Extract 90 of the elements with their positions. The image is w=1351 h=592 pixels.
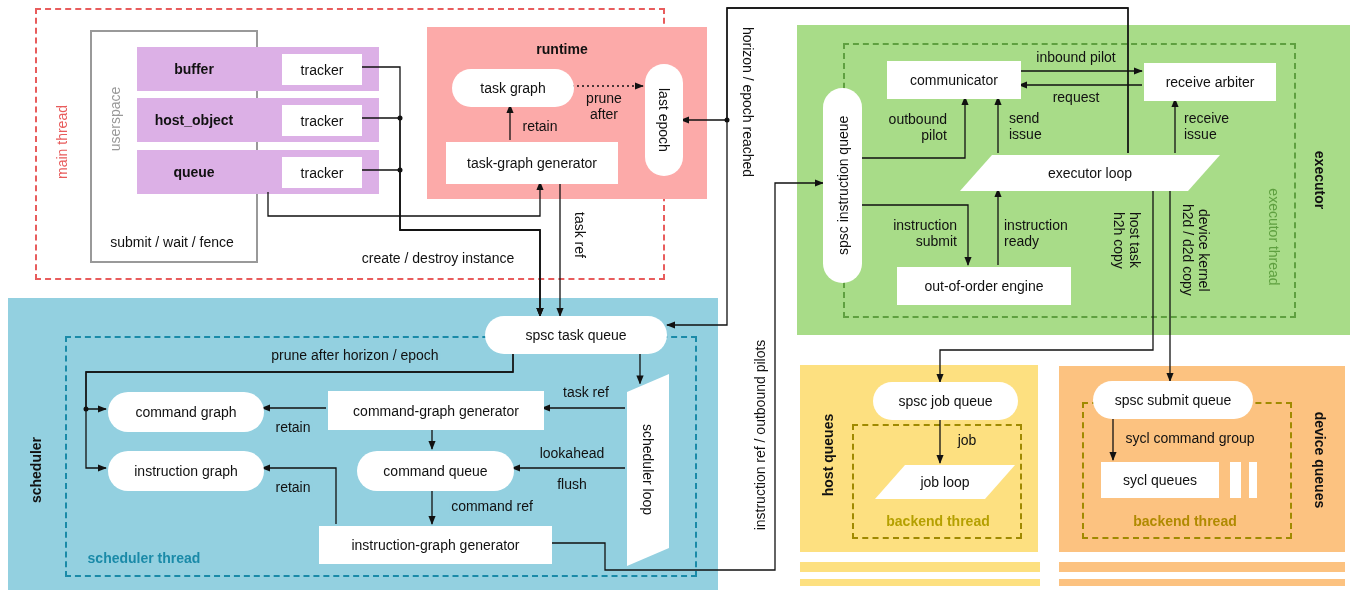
queue-pill: spsc job queue (873, 382, 1018, 420)
edge-label: retain (273, 419, 313, 435)
group-title: device queues (1312, 411, 1328, 509)
process-box: tracker (282, 157, 362, 188)
queue-pill: spsc submit queue (1093, 381, 1253, 419)
edge-label: retain (273, 479, 313, 495)
arrow (261, 404, 327, 412)
arrow (541, 404, 626, 412)
arrow (636, 353, 644, 385)
arrow (267, 181, 544, 217)
process-box: communicator (887, 61, 1021, 99)
queue-pill: task graph (452, 69, 574, 107)
arrow (861, 204, 972, 266)
arrow (556, 181, 564, 317)
group-title: backend thread (886, 513, 990, 529)
group-panel (137, 150, 379, 194)
process-box: out-of-order engine (897, 267, 1071, 305)
queue-pill: spsc instruction queue (823, 88, 862, 283)
arrow (861, 96, 969, 159)
arrow (428, 488, 436, 525)
group-panel (427, 27, 707, 199)
bar (1059, 562, 1345, 572)
bar (1249, 462, 1257, 498)
group-panel (797, 25, 1350, 335)
process-box: task-graph generator (446, 142, 618, 184)
group-title: host_object (154, 112, 234, 128)
group-panel (800, 365, 1038, 552)
thread-frame (852, 424, 1022, 539)
arrow (1171, 98, 1179, 154)
queue-pill: spsc task queue (485, 316, 667, 354)
group-title: backend thread (1133, 513, 1237, 529)
arrow (549, 179, 824, 571)
group-panel (8, 298, 718, 590)
process-box: tracker (282, 105, 362, 136)
group-title: runtime (536, 41, 588, 57)
bar (1059, 579, 1345, 586)
arrow (936, 188, 1154, 383)
process-box: receive arbiter (1144, 63, 1276, 101)
arrow (936, 419, 944, 464)
arrow (666, 7, 1129, 329)
process-box: instruction-graph generator (319, 526, 552, 564)
queue-pill: instruction graph (108, 451, 264, 491)
edge-label: retain (520, 118, 560, 134)
group-title: host queues (820, 413, 836, 497)
arrow (359, 169, 544, 317)
group-title: main thread (54, 105, 70, 179)
group-panel (137, 98, 379, 142)
group-title: userspace (107, 86, 123, 152)
group-title: queue (173, 164, 215, 180)
bar (1230, 462, 1241, 498)
arrow (261, 464, 337, 525)
edge-label: task ref (561, 384, 611, 400)
edge-label: lookahead (537, 445, 607, 461)
arrow (506, 104, 514, 141)
queue-pill: last epoch (645, 64, 683, 176)
arrow (85, 353, 514, 472)
loop-parallelogram: executor loop (960, 155, 1220, 191)
edge-label: submit / wait / fence (108, 234, 236, 250)
bar (800, 579, 1040, 586)
process-box: sycl queues (1101, 462, 1219, 498)
group-title: executor thread (1266, 188, 1282, 286)
arrow (1109, 418, 1117, 461)
arrow (994, 188, 1002, 266)
edge-label: request (1050, 89, 1102, 105)
arrow (1018, 67, 1143, 75)
group-panel (1059, 366, 1345, 552)
edge-label: sycl command group (1123, 430, 1257, 446)
arrow (511, 464, 626, 472)
loop-parallelogram: job loop (875, 465, 1015, 499)
arrow (1018, 81, 1143, 89)
edge-label: create / destroy instance (359, 250, 517, 266)
group-title: scheduler thread (87, 550, 201, 566)
process-box: command-graph generator (328, 391, 544, 430)
note-text: flush (555, 476, 589, 492)
edge-label: inbound pilot (1034, 49, 1118, 65)
queue-pill: command queue (357, 451, 514, 491)
loop-trapezoid: scheduler loop (627, 374, 669, 566)
arrow (994, 96, 1002, 154)
bar (800, 562, 1040, 572)
process-box: tracker (282, 54, 362, 85)
edge-label: job (955, 432, 979, 448)
group-title: buffer (174, 61, 214, 77)
queue-pill: command graph (108, 392, 264, 432)
arrow (428, 427, 436, 450)
edge-label: prune after horizon / epoch (269, 347, 441, 363)
group-panel (137, 47, 379, 91)
edge-label: command ref (449, 498, 535, 514)
group-title: scheduler (28, 436, 44, 504)
arrow (1166, 188, 1174, 382)
group-title: executor (1312, 150, 1328, 210)
